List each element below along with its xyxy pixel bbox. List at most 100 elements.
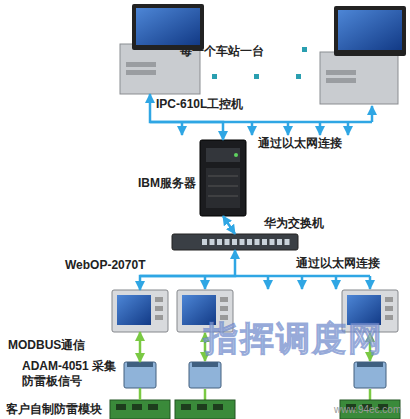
hmi-panel-art <box>112 290 168 332</box>
pcb-part <box>116 404 126 410</box>
dot <box>296 74 301 79</box>
panel-key <box>155 306 163 311</box>
dot <box>212 74 217 79</box>
bus-arrow <box>204 276 207 289</box>
connector-arrow <box>139 332 142 362</box>
adam-module <box>124 362 156 388</box>
edge-label: 通过以太网连接 <box>296 256 380 271</box>
panel-key <box>385 306 393 311</box>
pcb-part <box>213 404 223 410</box>
bus-arrow <box>181 122 184 135</box>
switch-port <box>262 239 267 245</box>
grille-line <box>208 176 238 177</box>
pcb-part <box>197 404 207 410</box>
extra-adam <box>189 362 386 388</box>
switch-port <box>247 239 252 245</box>
grille-line <box>208 186 238 187</box>
bus-arrow <box>369 276 372 289</box>
bus-arrow <box>267 276 270 289</box>
network-switch-art <box>172 234 298 250</box>
board-line <box>369 389 372 400</box>
node-label: 客户自制防雷模块 <box>6 402 102 417</box>
node-label: ADAM-4051 采集防雷板信号 <box>22 359 118 389</box>
surge-module: 客户自制防雷模块 <box>110 400 170 419</box>
connector-arrow <box>150 94 223 140</box>
drive-bay <box>326 70 356 75</box>
adam-module <box>354 362 386 388</box>
bus-arrow <box>371 106 374 122</box>
bus-arrow <box>251 122 254 135</box>
bus-arrow <box>347 122 350 135</box>
drive-bay <box>126 62 156 67</box>
bus-line <box>150 121 372 124</box>
bus-arrow <box>335 276 338 289</box>
server-tower: IBM服务器 <box>200 140 246 216</box>
switch-port <box>210 239 215 245</box>
node-label: WebOP-2070T <box>65 258 145 273</box>
node-label: IBM服务器 <box>128 176 196 191</box>
switch-port <box>232 239 237 245</box>
dot <box>254 74 259 79</box>
switch-port <box>225 239 230 245</box>
pcb-part <box>181 404 191 410</box>
pcb-board <box>110 400 170 419</box>
connector-arrow <box>139 388 142 400</box>
connector-arrow <box>223 216 235 234</box>
bus-arrow <box>287 122 290 135</box>
io-module: ADAM-4051 采集防雷板信号 <box>124 362 156 388</box>
connector-arrow <box>140 250 235 290</box>
watermark: 指挥调度网 <box>204 318 384 358</box>
monitor-frame <box>334 6 406 56</box>
panel-key <box>155 315 163 320</box>
note-text: 每一个车站一台 <box>180 44 264 59</box>
panel-key <box>220 297 228 302</box>
server-body <box>200 140 246 216</box>
monitor-screen <box>136 8 200 45</box>
panel-key <box>385 315 393 320</box>
grille-line <box>208 196 238 197</box>
pc-case <box>320 52 398 104</box>
switch-port <box>217 239 222 245</box>
switch-port <box>270 239 275 245</box>
adam-module <box>189 362 221 388</box>
surge-module-art <box>110 400 170 419</box>
switch-port <box>202 239 207 245</box>
switch-port <box>277 239 282 245</box>
right-pc <box>320 6 406 104</box>
board-line <box>204 389 207 400</box>
server-grille <box>206 168 240 208</box>
drive-bay <box>326 78 356 83</box>
panel-screen <box>117 295 151 325</box>
edge-label: MODBUS通信 <box>8 338 85 353</box>
server-tower-art <box>200 140 246 216</box>
pcb-part <box>132 404 142 410</box>
bus-arrow <box>301 276 304 289</box>
edge-label: 通过以太网连接 <box>258 136 342 151</box>
server-bay <box>206 148 240 162</box>
hmi-panel: WebOP-2070T <box>112 290 168 332</box>
bus-arrow <box>319 122 322 135</box>
adam-terminal <box>192 362 218 367</box>
monitor-frame <box>132 4 204 50</box>
dot <box>302 47 307 52</box>
node-label: IPC-610L工控机 <box>156 97 243 112</box>
pcb-board <box>175 400 235 419</box>
panel-key <box>155 297 163 302</box>
io-module-art <box>124 362 156 388</box>
monitor-screen <box>338 10 402 50</box>
panel-key <box>220 306 228 311</box>
switch-body <box>172 234 298 250</box>
watermark-url: www.94ec.com <box>334 404 401 416</box>
bottom-bus <box>140 276 370 289</box>
drive-bay <box>126 70 156 75</box>
switch-port <box>285 239 290 245</box>
network-switch: 华为交换机 <box>172 234 298 250</box>
pcb-part <box>148 404 158 410</box>
switch-port <box>255 239 260 245</box>
panel-frame <box>112 290 168 332</box>
switch-port <box>240 239 245 245</box>
adam-terminal <box>127 362 153 367</box>
panel-key <box>385 297 393 302</box>
power-led <box>234 153 238 157</box>
